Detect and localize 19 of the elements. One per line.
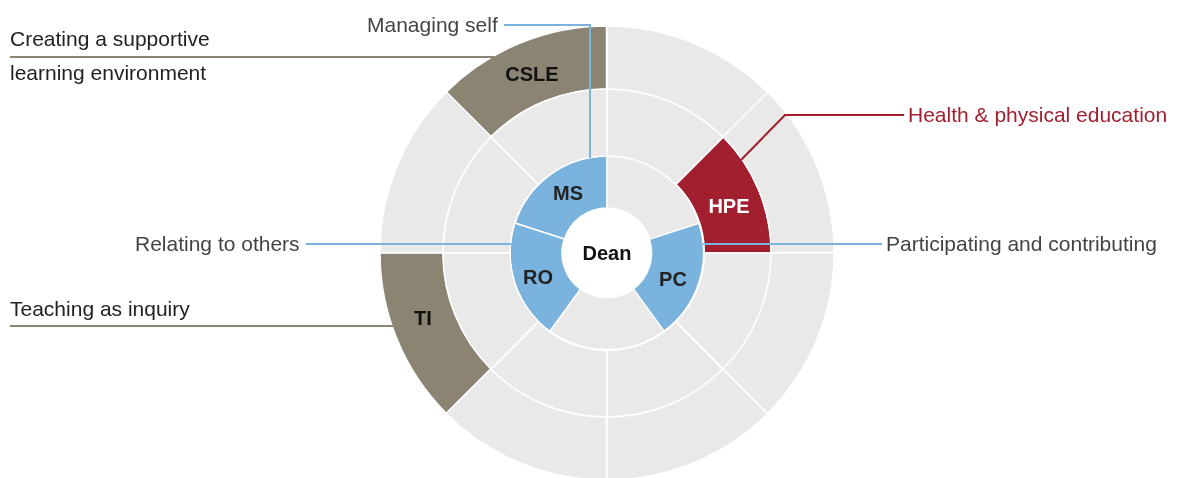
segment-label: MS — [553, 182, 583, 204]
callout-label: Managing self — [367, 12, 498, 38]
callout-label: Relating to others — [135, 231, 300, 257]
callout-label: Creating a supportive learning environment — [10, 22, 255, 90]
segment-label: RO — [523, 266, 553, 288]
leader-line — [304, 243, 512, 245]
callout-label: Teaching as inquiry — [10, 296, 190, 326]
leader-line — [702, 243, 883, 245]
callout-label: Health & physical education — [908, 102, 1168, 128]
segment-label: HPE — [708, 195, 750, 217]
segment-label: PC — [659, 268, 687, 290]
leader-line — [9, 325, 394, 327]
segment-label: TI — [414, 307, 432, 329]
center-label: Dean — [582, 241, 632, 265]
segment-label: CSLE — [505, 63, 559, 85]
leader-line — [9, 56, 495, 58]
leader-line — [502, 24, 591, 159]
callout-label: Participating and contributing — [886, 231, 1157, 257]
leader-line — [740, 114, 905, 161]
